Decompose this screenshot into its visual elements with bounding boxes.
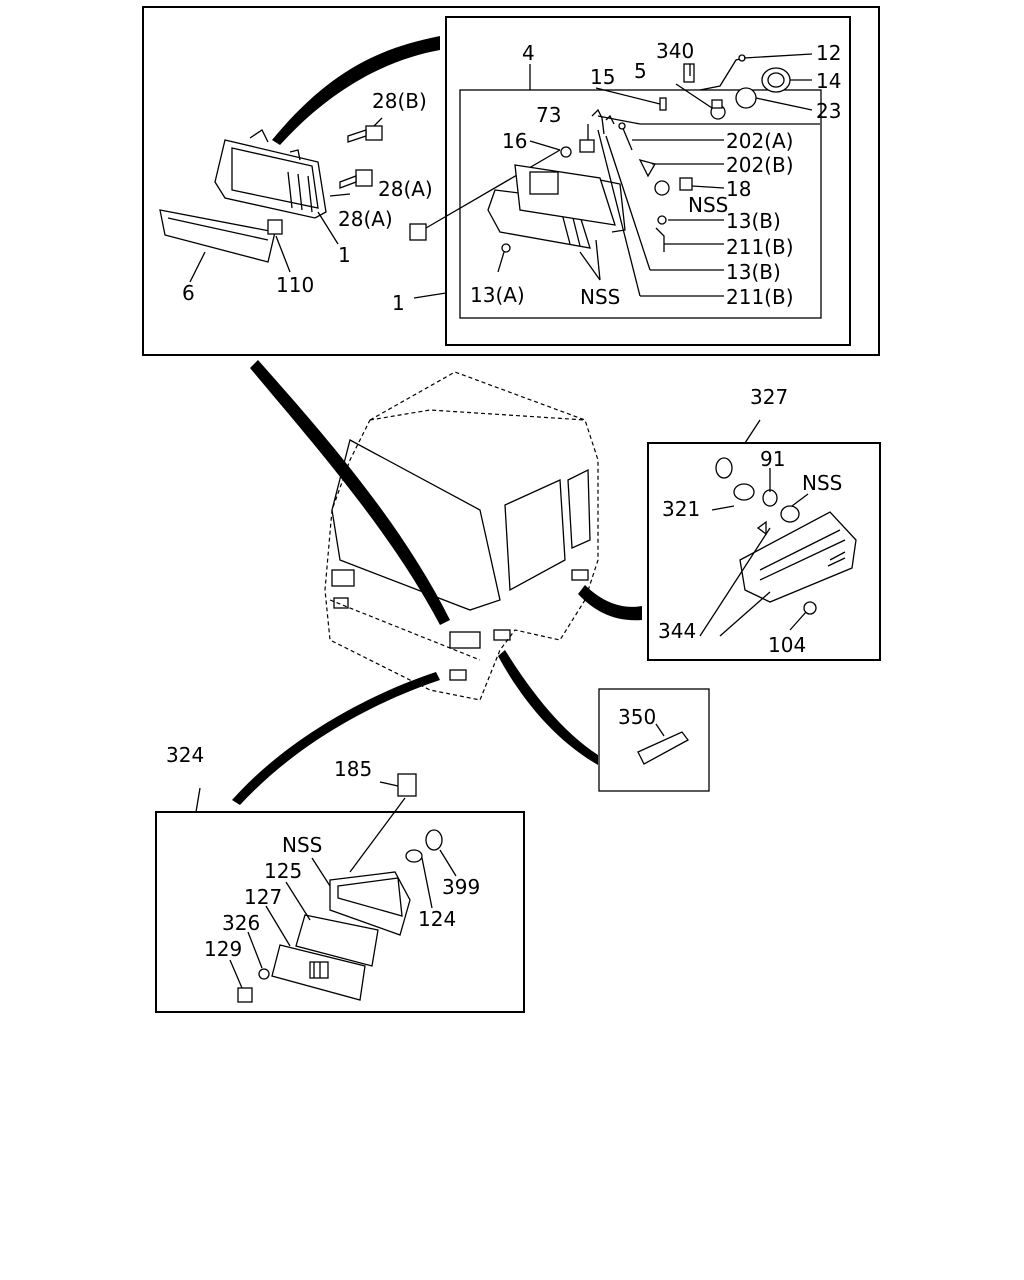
label-399: 399 bbox=[442, 875, 480, 899]
label-13a: 13(A) bbox=[470, 283, 525, 307]
label-327: 327 bbox=[750, 385, 788, 409]
label-1-outer: 1 bbox=[392, 291, 405, 315]
label-125: 125 bbox=[264, 859, 302, 883]
cap-14 bbox=[761, 67, 791, 93]
label-110: 110 bbox=[276, 273, 314, 297]
label-127: 127 bbox=[244, 885, 282, 909]
label-nss-headlamp: NSS bbox=[688, 193, 728, 217]
bolt-340 bbox=[683, 63, 695, 83]
marker-lamp-350 bbox=[637, 731, 689, 765]
label-104: 104 bbox=[768, 633, 806, 657]
label-12: 12 bbox=[816, 41, 841, 65]
cab-to-marker-arc bbox=[498, 650, 598, 765]
fog-lamp-gasket bbox=[295, 914, 379, 967]
fog-lamp-lens bbox=[271, 944, 366, 1001]
headlamp-callout-arc bbox=[272, 36, 440, 145]
label-73: 73 bbox=[536, 103, 561, 127]
label-6: 6 bbox=[182, 281, 195, 305]
label-14: 14 bbox=[816, 69, 841, 93]
rod-211b bbox=[655, 227, 665, 252]
label-340: 340 bbox=[656, 39, 694, 63]
label-15: 15 bbox=[590, 65, 615, 89]
bracket-6 bbox=[159, 209, 276, 263]
label-91: 91 bbox=[760, 447, 785, 471]
socket-23 bbox=[735, 87, 757, 109]
headlamp-group-frame bbox=[142, 6, 880, 356]
label-324: 324 bbox=[166, 743, 204, 767]
headlamp-exploded-frame bbox=[445, 16, 851, 346]
screw-73 bbox=[579, 139, 595, 153]
side-lamp-frame bbox=[647, 442, 881, 661]
label-13b-1: 13(B) bbox=[726, 209, 781, 233]
label-344: 344 bbox=[658, 619, 696, 643]
label-18: 18 bbox=[726, 177, 751, 201]
bolt-28a-upper bbox=[339, 169, 373, 189]
label-350: 350 bbox=[618, 705, 656, 729]
label-28a-bottom: 28(A) bbox=[338, 207, 393, 231]
label-202a: 202(A) bbox=[726, 129, 793, 153]
screw-18 bbox=[679, 177, 693, 191]
bolt-28b bbox=[347, 117, 383, 143]
clip-185 bbox=[397, 773, 417, 797]
bulb-5 bbox=[710, 99, 726, 120]
headlamp-assembly bbox=[214, 129, 327, 219]
spring-202b bbox=[638, 159, 656, 178]
harness-12 bbox=[699, 54, 746, 91]
label-4: 4 bbox=[522, 41, 535, 65]
cab-to-side-lamp-arc bbox=[578, 585, 642, 621]
socket-321 bbox=[715, 457, 755, 501]
clip-13a bbox=[501, 243, 511, 253]
label-211b-2: 211(B) bbox=[726, 285, 794, 309]
cab-to-fog-lamp-arc bbox=[232, 672, 440, 805]
clip-110 bbox=[267, 219, 283, 235]
label-nss-lens: NSS bbox=[580, 285, 620, 309]
label-nss-fog: NSS bbox=[282, 833, 322, 857]
gasket-nss bbox=[780, 505, 800, 523]
label-23: 23 bbox=[816, 99, 841, 123]
label-129: 129 bbox=[204, 937, 242, 961]
wire-202a bbox=[618, 122, 633, 151]
label-13b-2: 13(B) bbox=[726, 260, 781, 284]
label-nss-side: NSS bbox=[802, 471, 842, 495]
hook-wire bbox=[591, 108, 615, 135]
label-28b: 28(B) bbox=[372, 89, 427, 113]
bulb-124 bbox=[405, 849, 423, 863]
clip-side bbox=[756, 520, 767, 536]
label-211b-1: 211(B) bbox=[726, 235, 794, 259]
screw-129 bbox=[237, 987, 253, 1003]
marker-lamp-frame bbox=[598, 688, 710, 792]
label-124: 124 bbox=[418, 907, 456, 931]
pin-15 bbox=[659, 97, 667, 111]
nut-nss bbox=[654, 180, 670, 196]
bulb-91 bbox=[762, 489, 778, 507]
headlamp-subassembly-frame bbox=[459, 89, 822, 319]
label-321: 321 bbox=[662, 497, 700, 521]
clip-13b-a bbox=[657, 215, 667, 225]
cab-to-headlamp-arc bbox=[250, 360, 450, 625]
side-lamp-body bbox=[739, 511, 857, 603]
clip-16 bbox=[560, 146, 572, 158]
truck-cab bbox=[324, 371, 599, 701]
label-202b: 202(B) bbox=[726, 153, 794, 177]
label-5: 5 bbox=[634, 59, 647, 83]
fog-lamp-housing bbox=[329, 871, 411, 936]
label-185: 185 bbox=[334, 757, 372, 781]
label-326: 326 bbox=[222, 911, 260, 935]
label-16: 16 bbox=[502, 129, 527, 153]
socket-399 bbox=[425, 829, 443, 851]
headlamp-reflector bbox=[514, 164, 626, 233]
bolt-28a-lower bbox=[409, 149, 561, 241]
washer-326 bbox=[258, 968, 270, 980]
fog-lamp-frame bbox=[155, 811, 525, 1013]
label-28a-top: 28(A) bbox=[378, 177, 433, 201]
screw-104 bbox=[803, 601, 817, 615]
label-1-inner: 1 bbox=[338, 243, 351, 267]
